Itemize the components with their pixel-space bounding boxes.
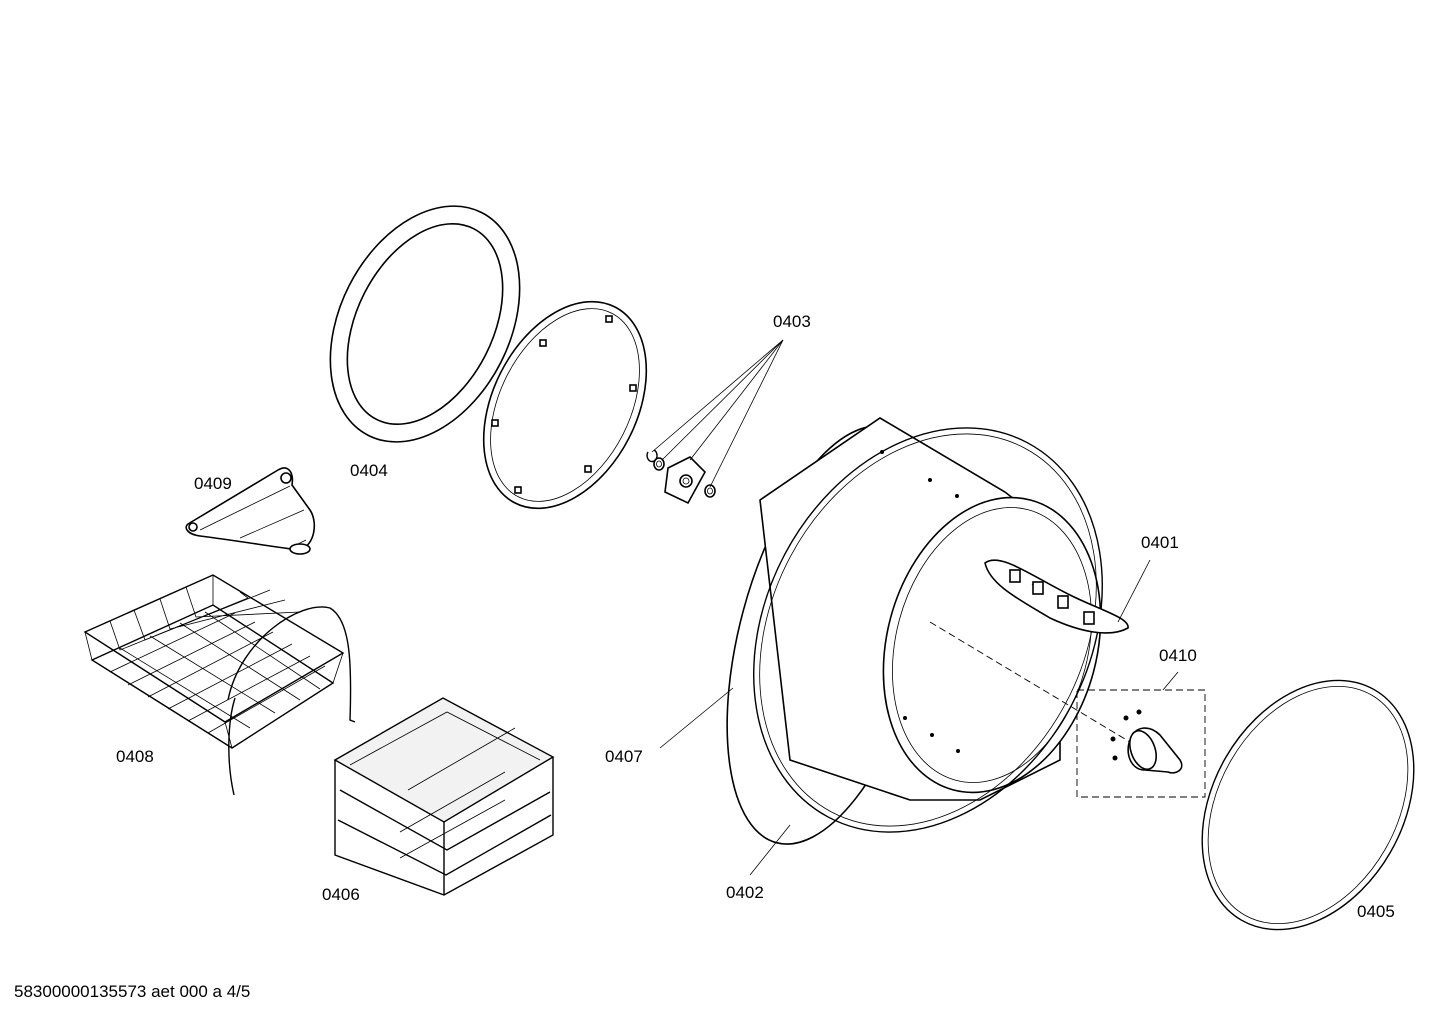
part-0404-door-seal xyxy=(329,205,521,443)
part-0407-drum xyxy=(726,417,1102,845)
label-0405: 0405 xyxy=(1357,902,1395,921)
part-0410-shaft-assembly xyxy=(929,621,1206,798)
label-0402: 0402 xyxy=(726,883,764,902)
part-0405-rear-seal xyxy=(1201,679,1415,931)
leader-lines-0403 xyxy=(651,339,784,488)
label-0410: 0410 xyxy=(1159,646,1197,665)
part-retaining-ring xyxy=(482,300,648,510)
label-0404: 0404 xyxy=(350,461,388,480)
label-0408: 0408 xyxy=(116,747,154,766)
label-0401: 0401 xyxy=(1141,533,1179,552)
label-0409: 0409 xyxy=(194,474,232,493)
part-0409-support-bracket xyxy=(185,467,316,555)
part-0403-bearing-set xyxy=(646,449,716,505)
label-0407: 0407 xyxy=(605,747,643,766)
part-0406-filter-box xyxy=(333,697,555,896)
label-0406: 0406 xyxy=(322,885,360,904)
document-code-footer: 58300000135573 aet 000 a 4/5 xyxy=(14,982,250,1001)
leader-lines xyxy=(659,559,1179,876)
label-0403: 0403 xyxy=(773,312,811,331)
part-0408-drying-rack xyxy=(83,574,356,796)
part-0401-paddle xyxy=(984,559,1129,634)
